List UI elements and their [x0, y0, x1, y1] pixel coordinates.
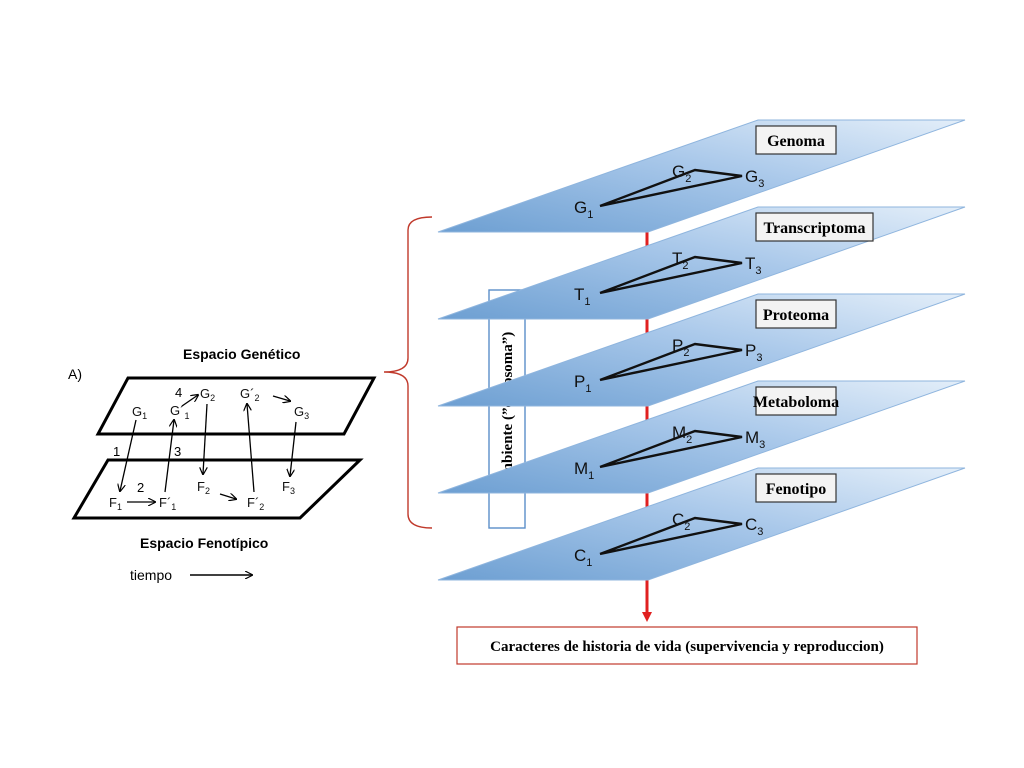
arrow-g2-to-f2	[203, 403, 208, 474]
node-c1: C1	[574, 546, 592, 569]
node-g3: G3	[294, 404, 309, 421]
node-t1: T1	[574, 285, 591, 308]
arrow-f1prime-to-g1prime	[164, 420, 174, 493]
node-c3: C3	[745, 515, 763, 538]
arrow-g3-to-f3	[290, 421, 297, 476]
node-g1: G1	[574, 198, 593, 221]
layer-label-genoma: Genoma	[767, 133, 825, 150]
node-g3: G3	[745, 167, 764, 190]
network-line-proteoma	[599, 342, 743, 382]
network-line-transcriptoma	[599, 255, 743, 295]
layer-label-proteoma: Proteoma	[763, 307, 829, 324]
layer-label-transcriptoma: Transcriptoma	[764, 220, 866, 237]
time-label: tiempo	[130, 567, 172, 583]
node-t3: T3	[745, 254, 762, 277]
network-line-metaboloma	[599, 429, 743, 469]
node-g1: G1	[132, 404, 147, 421]
step-number-1: 1	[113, 444, 120, 459]
environment-label: Ambiente (”exposoma”)	[500, 332, 516, 487]
layer-label-fenotipo: Fenotipo	[766, 481, 826, 498]
node-m3: M3	[745, 428, 765, 451]
network-line-genoma	[599, 168, 743, 208]
node-f1: F1	[109, 495, 122, 512]
genetic-space-plane	[95, 376, 377, 436]
node-t2: T2	[672, 249, 689, 272]
layer-label-box-fenotipo	[755, 473, 837, 503]
layer-label-box-proteoma	[755, 299, 837, 329]
layer-label-metaboloma: Metaboloma	[753, 394, 839, 411]
layer-label-box-transcriptoma	[755, 212, 874, 242]
node-f3: F3	[282, 479, 295, 496]
left-panel: A) Espacio Genético Espacio Fenotípico G…	[68, 346, 377, 583]
node-g2: G2	[200, 386, 215, 403]
layer-label-box-genoma	[755, 125, 837, 155]
node-f2: F2	[197, 479, 210, 496]
left-arrows	[120, 395, 297, 502]
node-p1: P1	[574, 372, 591, 395]
arrow-g1prime-to-g2	[181, 395, 198, 407]
network-line-fenotipo	[599, 516, 743, 556]
node-p2: P2	[672, 336, 689, 359]
environment-bracket	[383, 216, 433, 529]
outcome-label: Caracteres de historia de vida (superviv…	[490, 639, 884, 655]
node-g2-prime: G´2	[240, 386, 259, 403]
outcome-box	[456, 626, 918, 665]
node-g1-prime: G´1	[170, 403, 189, 421]
step-number-2: 2	[137, 480, 144, 495]
node-g2: G2	[672, 162, 691, 185]
node-f2-prime: F´2	[247, 495, 264, 512]
node-f1-prime: F´1	[159, 495, 176, 512]
arrow-f2-to-f2prime	[219, 494, 236, 499]
panel-label: A)	[68, 366, 82, 382]
node-p3: P3	[745, 341, 762, 364]
node-m2: M2	[672, 423, 692, 446]
node-m1: M1	[574, 459, 594, 482]
genetic-space-title: Espacio Genético	[183, 346, 300, 362]
arrow-f2prime-to-g2prime	[247, 404, 255, 493]
step-number-3: 3	[174, 444, 181, 459]
node-c2: C2	[672, 510, 690, 533]
phenotypic-space-plane	[71, 458, 364, 520]
layer-label-box-metaboloma	[755, 386, 837, 416]
phenotypic-space-title: Espacio Fenotípico	[140, 535, 268, 551]
step-number-4: 4	[175, 385, 182, 400]
arrow-g1-to-f1	[120, 419, 137, 491]
arrow-g2prime-to-g3	[272, 396, 290, 401]
